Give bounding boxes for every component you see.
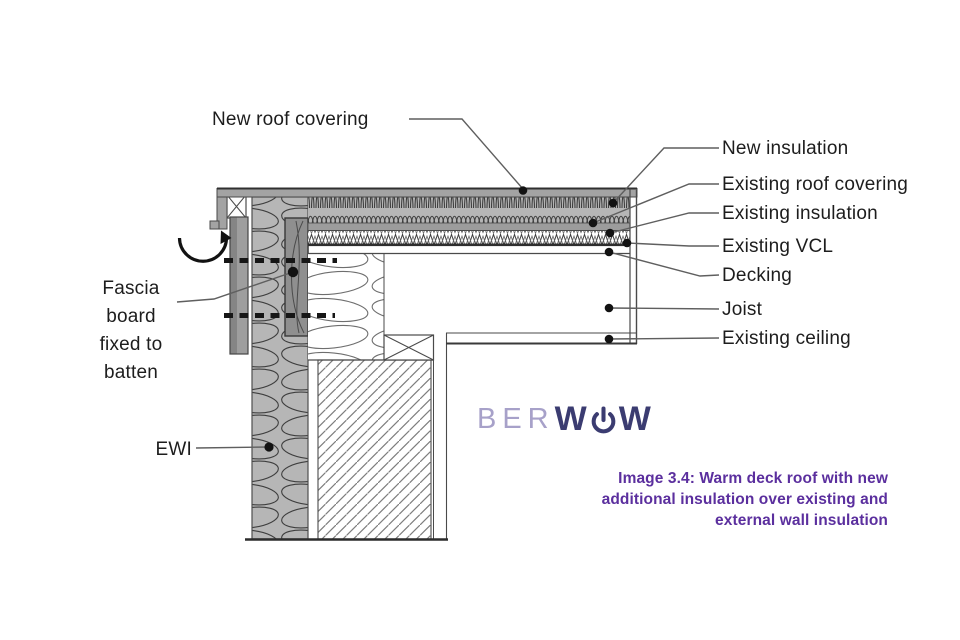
label-fascia-board: Fascia board fixed to batten [99, 278, 163, 383]
dot-joist [604, 303, 614, 313]
existing-ceiling-layer [446, 332, 637, 345]
berwow-logo: BER W W [477, 400, 652, 439]
leader-existing-vcl [626, 242, 719, 247]
dot-existing-roof-covering [588, 218, 598, 228]
leader-decking [608, 251, 720, 277]
logo-text-ber: BER [477, 403, 555, 435]
dot-new-insulation [608, 198, 618, 208]
callout-dots [264, 186, 632, 452]
dot-fascia-batten [287, 266, 299, 278]
existing-insulation-layer [308, 230, 630, 244]
logo-text-w-left: W [554, 400, 588, 438]
new-insulation-layer [308, 197, 630, 223]
existing-vcl-layer [308, 243, 630, 247]
wall-assembly [226, 194, 448, 541]
dot-ewi [264, 442, 274, 452]
fascia-board [229, 216, 249, 355]
masonry-wall [308, 359, 433, 540]
leader-lines [176, 118, 720, 449]
label-existing-ceiling: Existing ceiling [722, 328, 851, 349]
leader-fascia [176, 271, 294, 303]
existing-roof-covering-layer [307, 222, 631, 231]
leader-existing-ceiling [608, 337, 720, 340]
leader-new-roof-covering [409, 118, 524, 190]
label-existing-roof-covering: Existing roof covering [722, 174, 909, 195]
gutter [177, 230, 232, 263]
dot-decking [604, 247, 614, 257]
top-batten [226, 194, 247, 219]
label-new-roof-covering: New roof covering [212, 109, 369, 130]
label-existing-vcl: Existing VCL [722, 236, 834, 257]
batten [284, 217, 309, 337]
internal-lining [433, 333, 448, 539]
roof-layers [209, 187, 638, 345]
dot-existing-ceiling [604, 334, 614, 344]
leader-existing-insulation [609, 212, 719, 234]
leader-new-insulation [612, 147, 719, 204]
image-caption: Image 3.4: Warm deck roof with new addit… [601, 470, 888, 529]
roof-edge-trim [629, 188, 638, 344]
dot-new-roof-covering [518, 186, 528, 195]
label-ewi: EWI [155, 439, 192, 460]
dot-existing-vcl [622, 238, 632, 248]
label-new-insulation: New insulation [722, 138, 849, 159]
leader-ewi [195, 446, 270, 449]
label-existing-insulation: Existing insulation [722, 203, 878, 224]
dot-existing-insulation [605, 228, 615, 238]
wall-plate [383, 334, 435, 361]
fixing-dashes [224, 258, 337, 318]
leader-existing-roof-covering [592, 183, 719, 224]
label-joist: Joist [722, 299, 763, 320]
power-button-icon [591, 405, 616, 433]
wall-head-insulation [308, 253, 385, 360]
label-decking: Decking [722, 265, 793, 286]
leader-joist [608, 307, 720, 310]
logo-text-w-right: W [618, 400, 652, 438]
